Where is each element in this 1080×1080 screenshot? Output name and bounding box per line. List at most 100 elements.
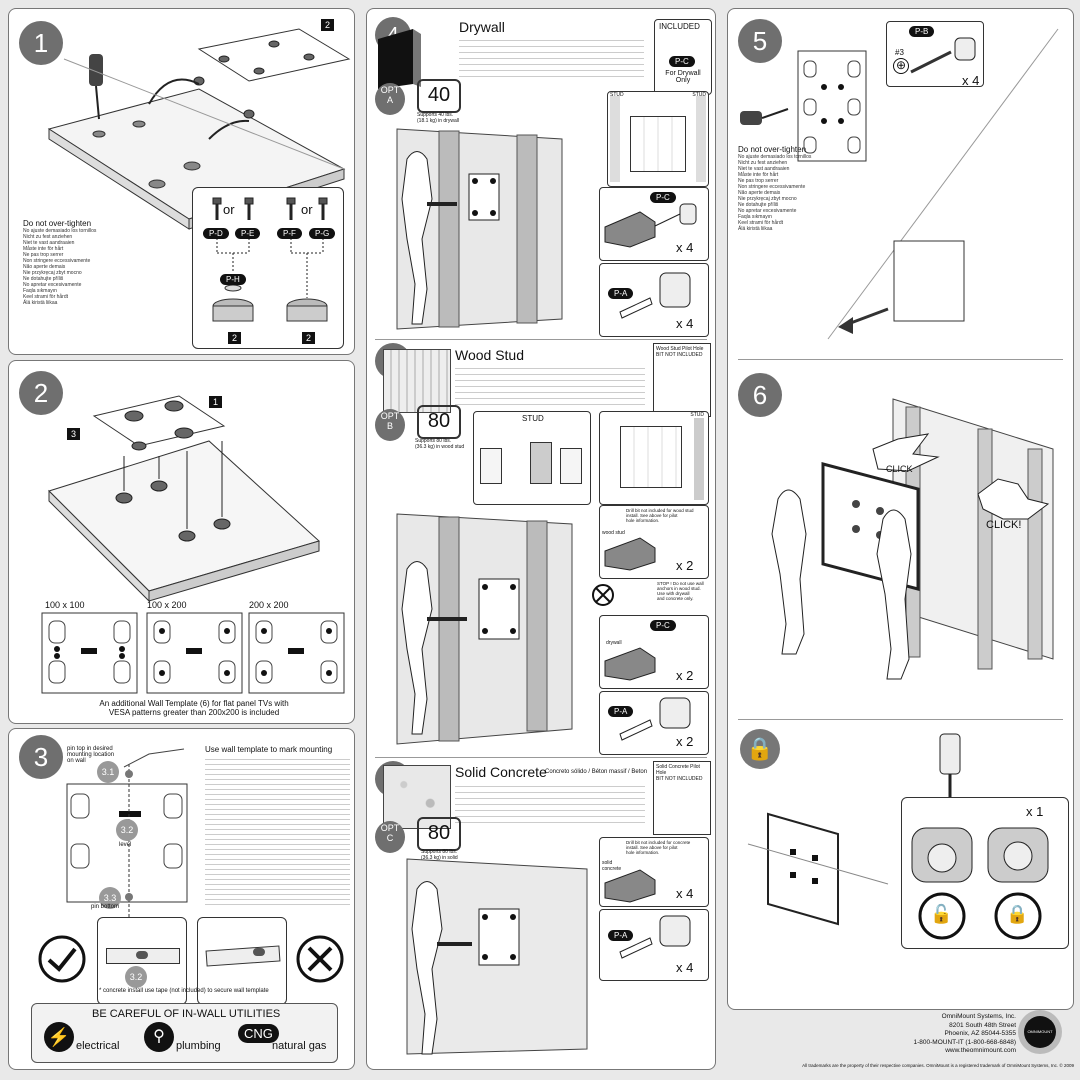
phillips-size-label: #3 <box>895 48 904 57</box>
bit-note: Wood Stud Pilot Hole BIT NOT INCLUDED <box>656 346 704 358</box>
step-number: 6 <box>738 373 782 417</box>
quantity-label: x 4 <box>676 240 694 255</box>
wood-pa-box: P-A x 2 <box>599 691 709 755</box>
level-incorrect-box <box>197 917 287 1005</box>
utilities-title: BE CAREFUL OF IN-WALL UTILITIES <box>92 1008 281 1020</box>
part-label-pd: P-D <box>203 228 229 239</box>
click-label: CLICK! <box>986 519 1022 531</box>
lock-detail-box: x 1 🔓 🔒 <box>901 797 1069 949</box>
concrete-subtitle: Concreto sólido / Béton massif / Beton <box>545 769 648 775</box>
quantity-label: x 4 <box>962 73 980 88</box>
part-label-pc: P-C <box>669 56 695 67</box>
drill-icon <box>604 647 656 681</box>
step-number: 2 <box>19 371 63 415</box>
electrical-label: electrical <box>76 1040 120 1052</box>
omnimount-logo: OMNIMOUNT <box>1018 1010 1062 1054</box>
utilities-warning-box: BE CAREFUL OF IN-WALL UTILITIES ⚡ electr… <box>31 1003 338 1063</box>
quantity-label: x 4 <box>676 960 694 975</box>
click-label: CLICK <box>886 464 913 474</box>
or-label: or <box>301 202 313 217</box>
step-number: 1 <box>19 21 63 65</box>
quantity-label: x 4 <box>676 316 694 331</box>
drill-icon <box>604 869 656 903</box>
wood-stud-icon <box>383 349 451 413</box>
solid-concrete-label: solid concrete <box>602 860 622 872</box>
drywall-corner-icon <box>378 29 421 89</box>
lock-icon: 🔒 <box>1006 904 1029 924</box>
option-badge: OPT A <box>375 83 405 115</box>
cross-icon <box>296 935 344 983</box>
wood-stud-diagram-box: STUD <box>599 411 709 505</box>
natural-gas-label: natural gas <box>272 1040 327 1052</box>
lock-icon: 🔒 <box>740 729 780 769</box>
step5-6-panel: 5 P-B #3 ⊕ x 4 Do not over-tighten No aj… <box>727 8 1074 1010</box>
stud-label: STUD <box>692 92 706 98</box>
drill-note: Drill bit not included for wood stud ins… <box>626 508 694 523</box>
step1-panel: 1 2 <box>8 8 355 355</box>
pin-top-instruction: pin top in desired mounting location on … <box>67 746 115 764</box>
security-screw-illustration <box>747 733 961 926</box>
part-label-pg: P-G <box>309 228 336 239</box>
wood-stud-translations <box>455 363 645 405</box>
weight-icon: 80 <box>417 817 461 851</box>
wood-stud-label: wood stud <box>602 530 625 536</box>
quantity-label: x 2 <box>676 734 694 749</box>
vesa-label: 100 x 200 <box>147 600 187 610</box>
plumbing-icon: ⚲ <box>144 1022 174 1052</box>
part-label-pc: P-C <box>650 192 676 203</box>
tape-note: * concrete install use tape (not include… <box>99 988 269 994</box>
warning-title: Do not over-tighten <box>738 145 807 154</box>
prohibit-icon <box>592 584 614 606</box>
parts-box: or or P-D P-E P-F P-G P-H 2 2 <box>192 187 344 349</box>
divider <box>738 359 1063 360</box>
pin-bottom-label: pin bottom <box>91 904 120 910</box>
quantity-label: x 4 <box>676 886 694 901</box>
stud-diagram-box: STUD STUD <box>607 91 709 187</box>
vesa-label: 200 x 200 <box>249 600 289 610</box>
included-box: INCLUDED P-C For Drywall Only <box>654 19 712 95</box>
concrete-pa-box: P-A x 4 <box>599 909 709 981</box>
wall-template-illustration <box>66 748 188 919</box>
website-link[interactable]: www.theomnimount.com <box>945 1047 1016 1054</box>
anchor-icon <box>619 915 691 959</box>
step-number: 3 <box>19 735 63 779</box>
drywall-translations <box>459 35 644 81</box>
bolt-icon <box>910 37 976 74</box>
person-drilling-concrete <box>406 858 588 1055</box>
weight-icon: 80 <box>417 405 461 439</box>
vesa-label: 100 x 100 <box>45 600 85 610</box>
quantity-badge: 2 <box>321 19 335 31</box>
anchor-icon <box>619 272 691 319</box>
part-label-pa: P-A <box>608 706 634 717</box>
step-number: 5 <box>738 19 782 63</box>
part-label-pa: P-A <box>608 288 634 299</box>
part-label-pb: P-B <box>909 26 935 37</box>
included-label: INCLUDED <box>659 22 700 31</box>
wood-drill-box: Drill bit not included for wood stud ins… <box>599 505 709 579</box>
drill-icon <box>604 203 697 248</box>
part-label-pf: P-F <box>277 228 302 239</box>
option-badge: OPT C <box>375 821 405 853</box>
drill-note: Drill bit not included for concrete inst… <box>626 840 691 855</box>
callout-badge: 1 <box>209 396 223 408</box>
quantity-label: x 2 <box>676 668 694 683</box>
part-label-ph: P-H <box>220 274 246 285</box>
quantity-badge: 2 <box>228 332 242 344</box>
quantity-label: x 2 <box>676 558 694 573</box>
step2-panel: 2 1 3 100 x 100 100 x 200 200 x 200 <box>8 360 355 724</box>
electrical-icon: ⚡ <box>44 1022 74 1052</box>
anchor-icon <box>619 697 691 741</box>
concrete-icon <box>383 765 451 829</box>
step3-panel: 3 pin top in desired mounting location o… <box>8 728 355 1070</box>
option-badge: OPT B <box>375 409 405 441</box>
plumbing-label: plumbing <box>176 1040 221 1052</box>
bit-note: Solid Concrete Pilot Hole BIT NOT INCLUD… <box>656 764 703 782</box>
attach-tv-illustration <box>771 398 1054 680</box>
street-address: 8201 South 48th Street <box>949 1021 1016 1029</box>
concrete-translations <box>455 781 645 823</box>
part-label-pa: P-A <box>608 930 634 941</box>
stud-label: STUD <box>522 414 544 423</box>
city-address: Phoenix, AZ 85044-5355 <box>944 1030 1016 1037</box>
trademark-notice: All trademarks are the property of their… <box>802 1063 1074 1068</box>
supports-text: Supports 40 lbs. (18.1 kg) in drywall <box>417 112 459 124</box>
